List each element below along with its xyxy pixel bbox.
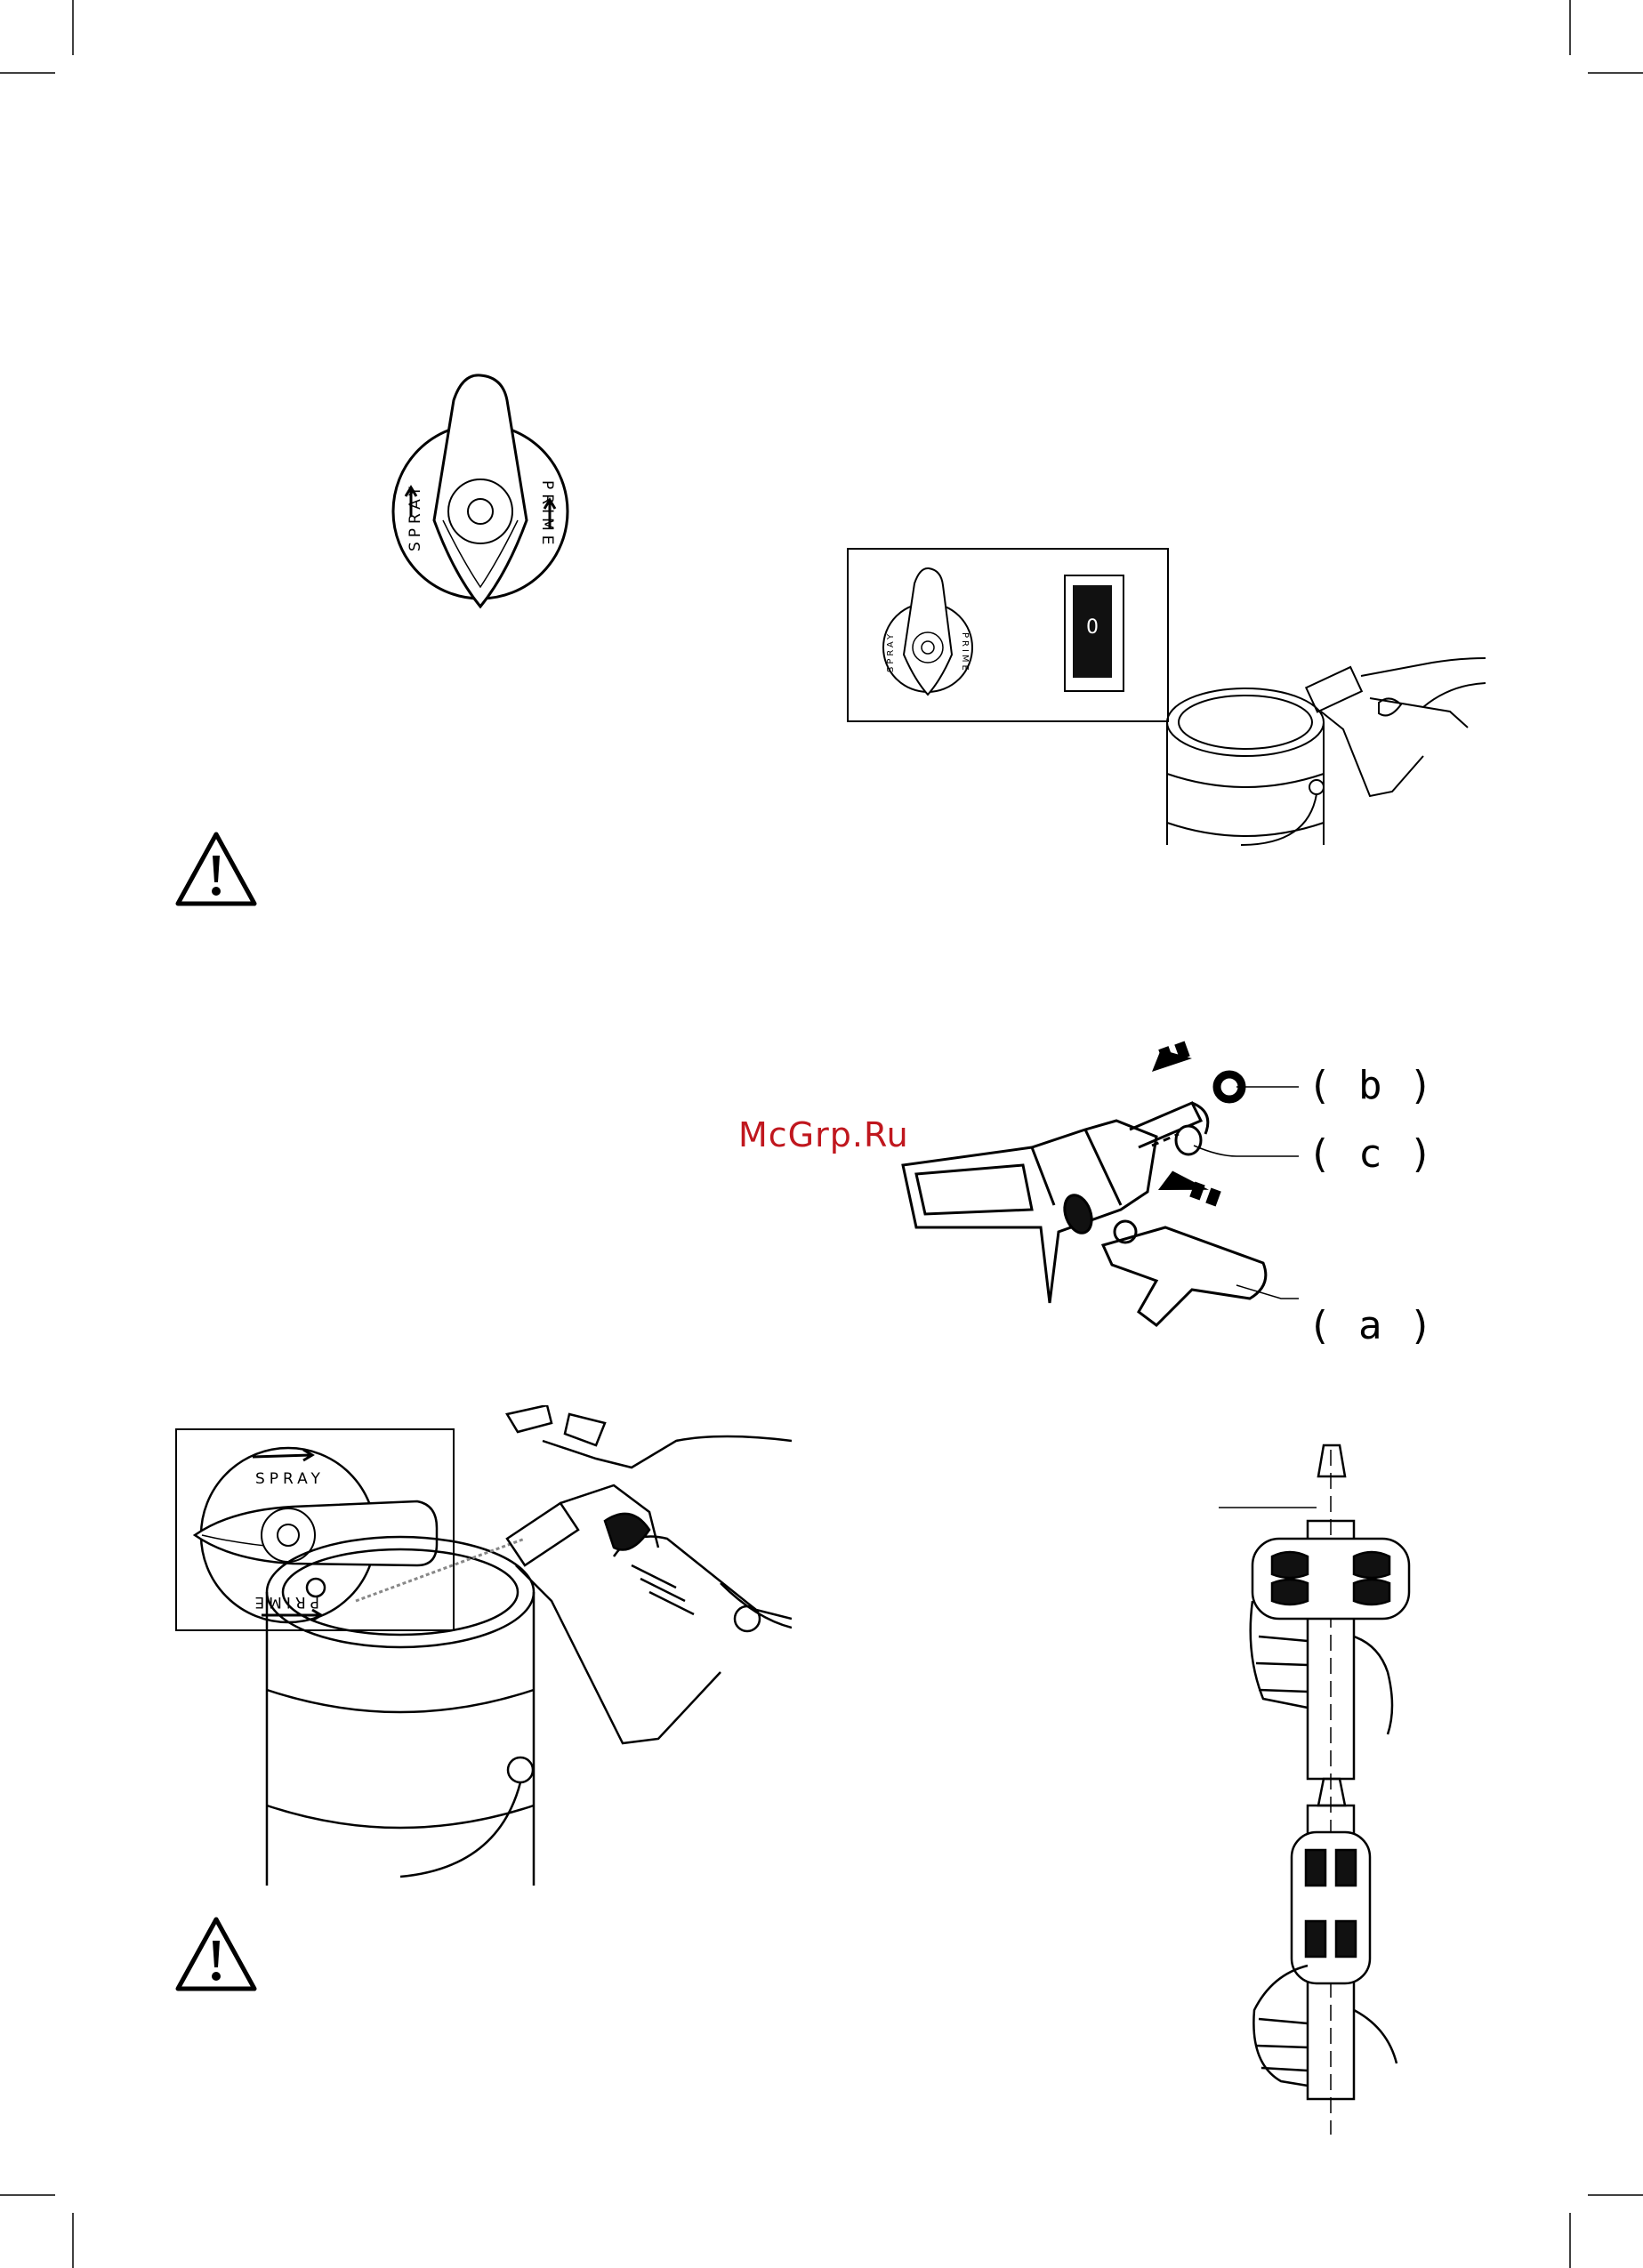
spray-tip-rotation-illustration bbox=[1210, 1441, 1423, 2135]
prime-and-power-panel: SPRAY PRIME 0 bbox=[847, 548, 1169, 722]
power-switch-label: 0 bbox=[1083, 616, 1101, 643]
prime-label: PRIME bbox=[538, 480, 556, 550]
power-switch: 0 bbox=[1064, 575, 1124, 692]
callout-c: ( c ) bbox=[1308, 1131, 1434, 1177]
prime-spray-dial: SPRAY PRIME bbox=[391, 374, 569, 614]
paint-can-and-spray-gun-illustration-bottom bbox=[258, 1405, 792, 1886]
callout-b: ( b ) bbox=[1308, 1063, 1434, 1108]
watermark: McGrp.Ru bbox=[738, 1115, 909, 1154]
svg-text:SPRAY: SPRAY bbox=[886, 631, 896, 672]
warning-icon bbox=[174, 831, 258, 907]
callout-a: ( a ) bbox=[1308, 1303, 1434, 1348]
warning-icon-2 bbox=[174, 1916, 258, 1992]
svg-text:PRIME: PRIME bbox=[960, 632, 970, 673]
tip-guard-assembly-illustration bbox=[898, 1032, 1299, 1352]
paint-can-and-spray-gun-illustration-top bbox=[1156, 623, 1486, 854]
